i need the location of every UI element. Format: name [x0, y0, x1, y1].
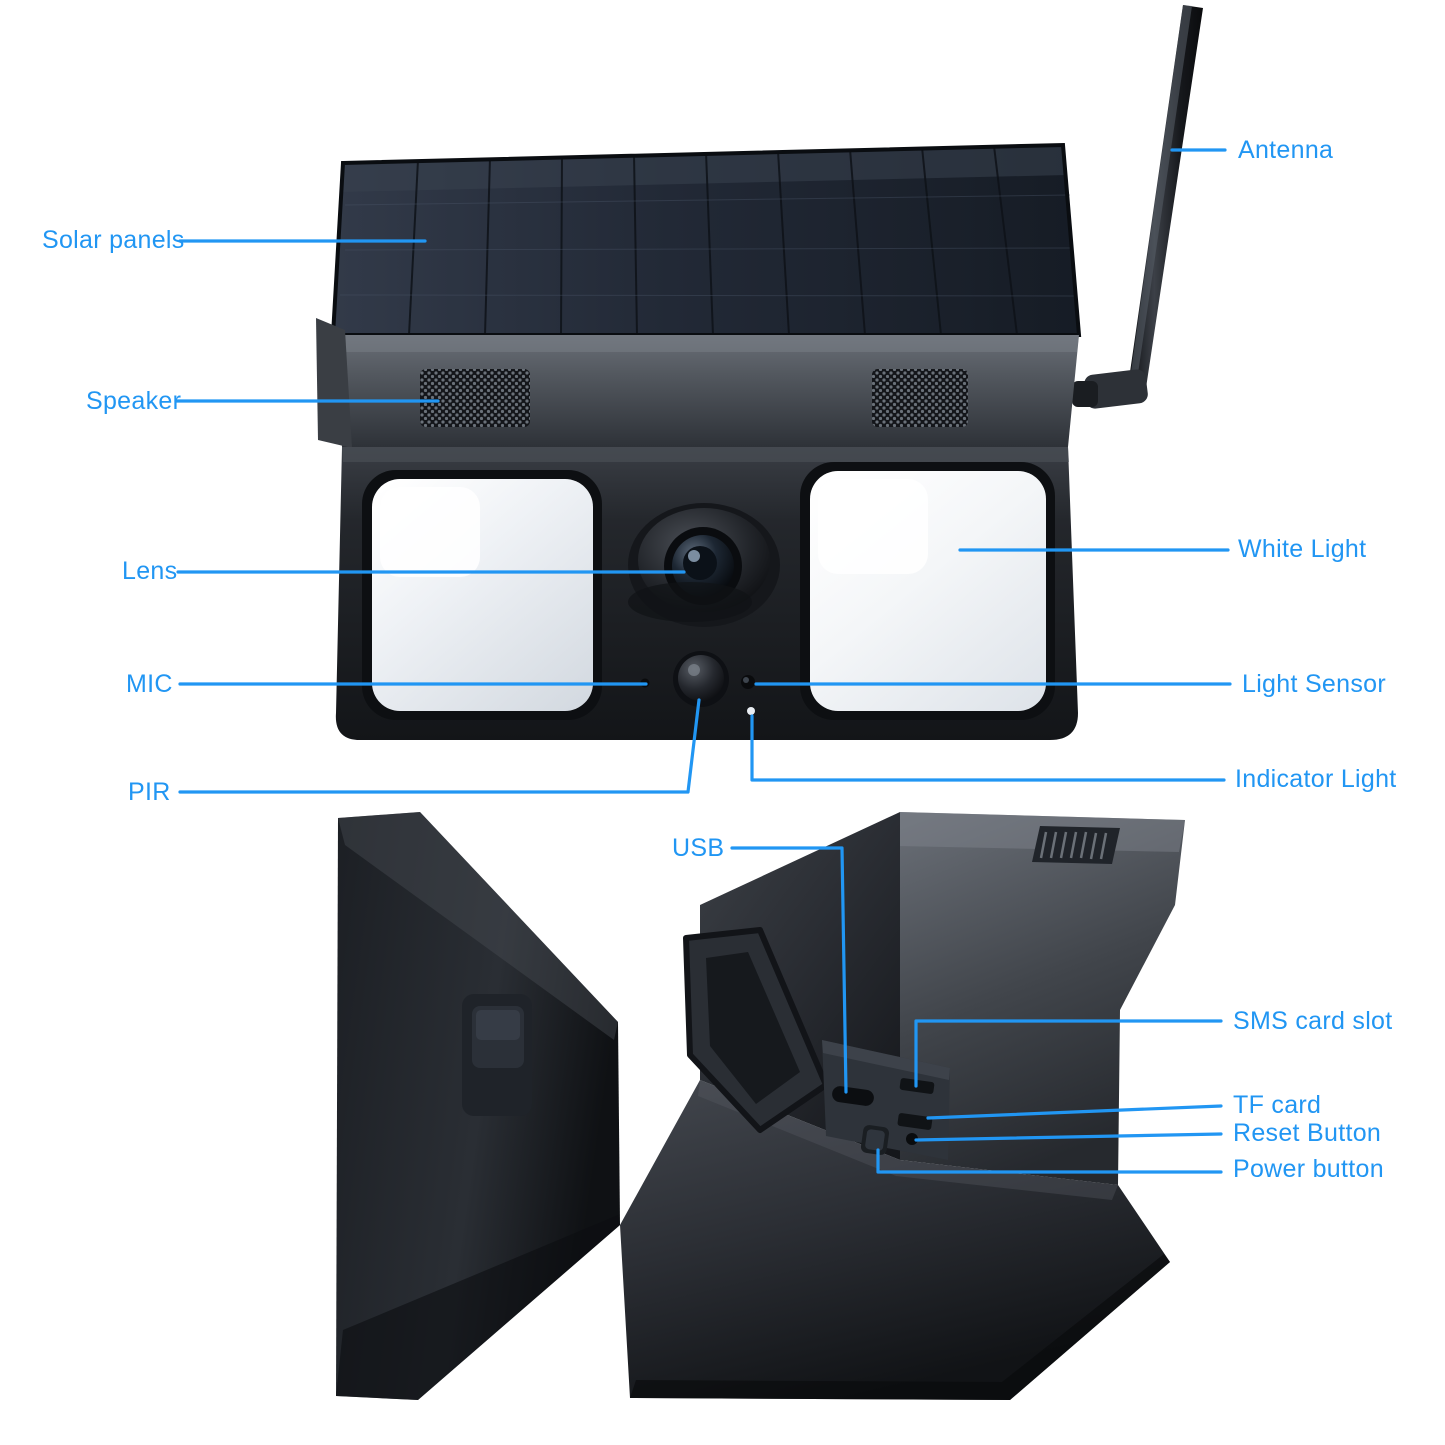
- front-housing-part: [335, 447, 1078, 740]
- callout-label-usb: USB: [672, 834, 725, 862]
- leader-pir: [178, 698, 701, 794]
- rear-view-part: [620, 812, 1185, 1400]
- callout-label-pir: PIR: [128, 778, 171, 806]
- leader-power-button: [876, 1148, 1223, 1174]
- leader-usb: [730, 846, 848, 1094]
- callout-label-solar-panels: Solar panels: [42, 226, 185, 254]
- callout-label-light-sensor: Light Sensor: [1242, 670, 1386, 698]
- callout-label-white-light: White Light: [1238, 535, 1367, 563]
- upper-housing-part: [316, 318, 1079, 448]
- callout-label-antenna: Antenna: [1238, 136, 1334, 164]
- callout-label-speaker: Speaker: [86, 387, 182, 415]
- solar-panel-part: [330, 142, 1082, 337]
- leader-indicator-light: [750, 714, 1226, 782]
- callout-label-reset-button: Reset Button: [1233, 1119, 1382, 1147]
- leader-reset-button: [914, 1132, 1223, 1142]
- callout-label-sms-card-slot: SMS card slot: [1233, 1007, 1393, 1035]
- leader-sms-card-slot: [914, 1019, 1223, 1088]
- side-view-part: [336, 812, 620, 1400]
- leader-tf-card: [926, 1104, 1223, 1120]
- callout-label-tf-card: TF card: [1233, 1091, 1322, 1119]
- callout-label-lens: Lens: [122, 557, 178, 585]
- antenna-part: [1072, 5, 1203, 409]
- callout-label-mic: MIC: [126, 670, 173, 698]
- callout-label-indicator-light: Indicator Light: [1235, 765, 1397, 793]
- callout-label-power-button: Power button: [1233, 1155, 1384, 1183]
